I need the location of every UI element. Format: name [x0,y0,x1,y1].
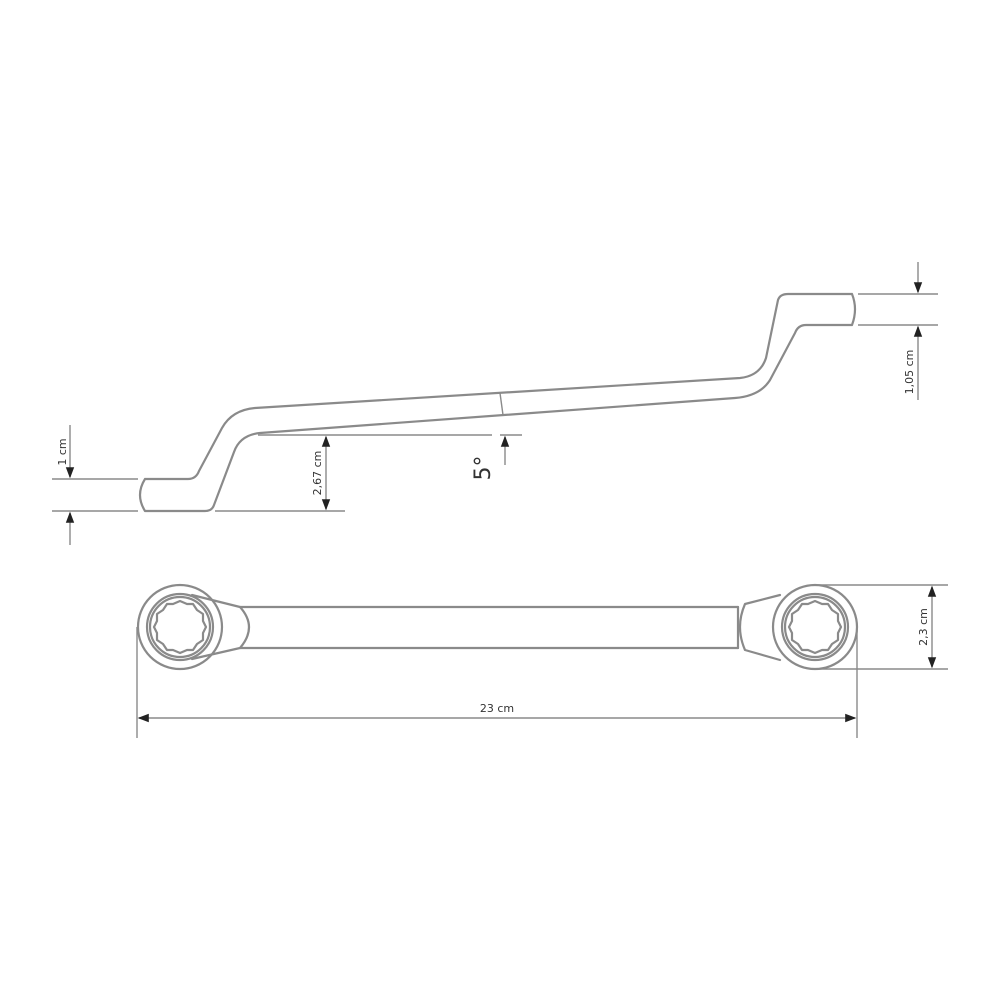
dim-left-head-thickness: 1 cm [56,438,69,465]
right-ring-head [771,583,859,671]
dim-right-head-thickness: 1,05 cm [903,350,916,395]
left-ring-head [136,583,224,671]
dim-head-width: 2,3 cm [917,608,930,646]
top-view: 2,3 cm 23 cm [136,583,948,738]
left-12-point-socket [152,599,208,655]
dim-angle: 5° [471,456,496,481]
dim-offset-height: 2,67 cm [311,451,324,496]
side-view: 1 cm 2,67 cm 5° 1,05 cm [52,262,938,545]
wrench-top-shaft [238,605,740,650]
dim-total-length: 23 cm [480,702,514,715]
right-12-point-socket [787,599,843,655]
wrench-side-outline [138,292,857,513]
